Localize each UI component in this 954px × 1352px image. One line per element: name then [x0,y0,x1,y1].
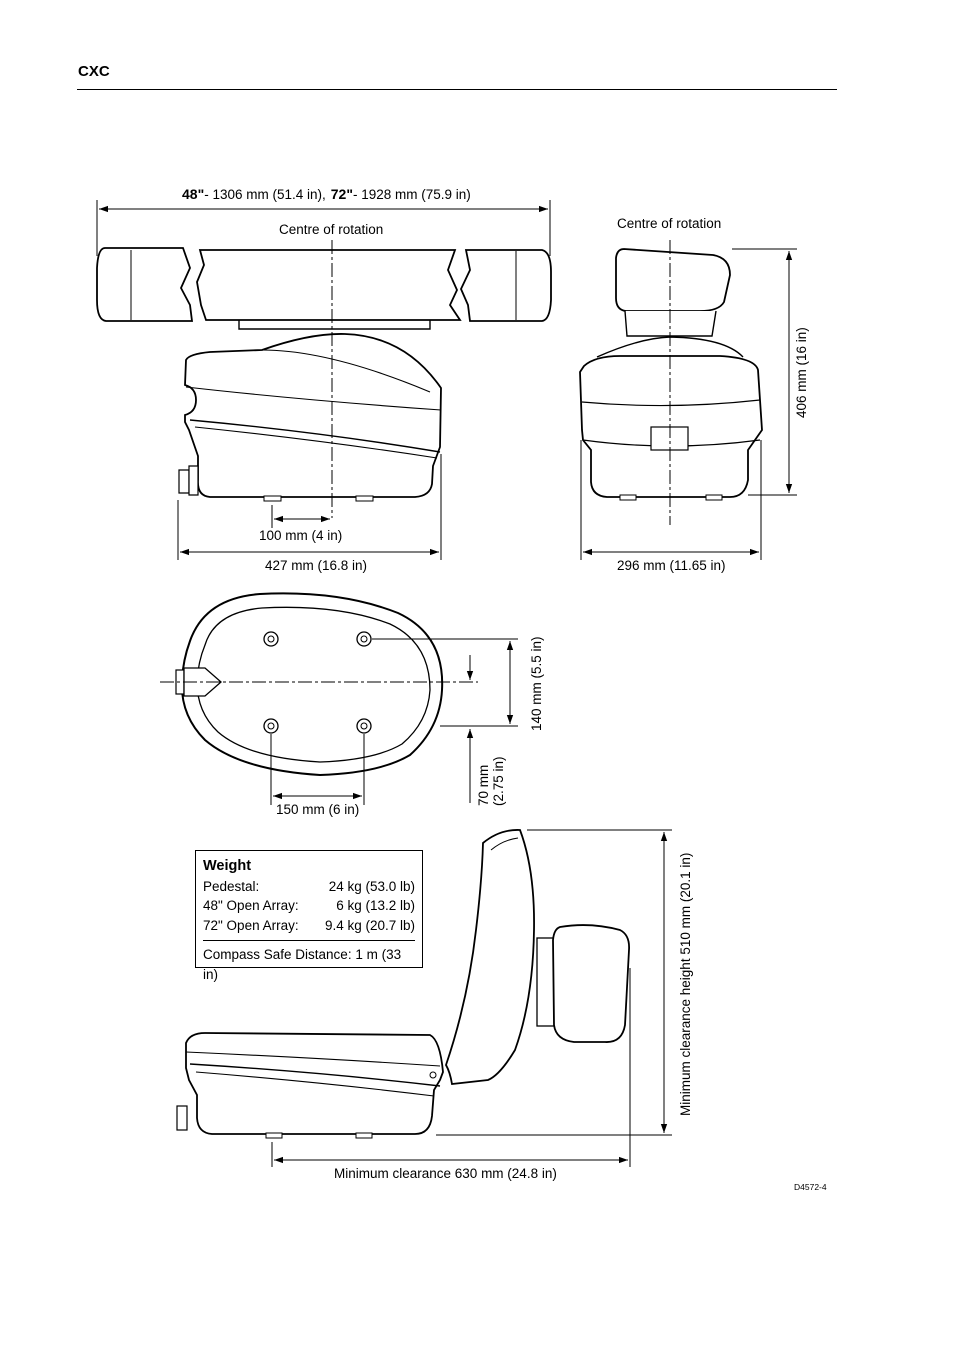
pedestal-front-body [184,333,442,498]
array-middle-section [196,249,462,321]
dim-100mm-label: 100 mm (4 in) [259,528,342,543]
array-span-label: 48"- 1306 mm (51.4 in), 72"- 1928 mm (75.… [182,186,471,202]
weight-row-label: Pedestal: [203,878,260,894]
base-view [160,592,518,805]
weight-row-value: 6 kg (13.2 lb) [336,898,415,913]
clearance-array-tilted [445,829,535,1085]
weight-row-value: 9.4 kg (20.7 lb) [324,917,415,933]
weight-row-value: 24 kg (53.0 lb) [328,878,415,894]
array-48-label: 48" [182,186,204,202]
min-clearance-length-label: Minimum clearance 630 mm (24.8 in) [334,1166,557,1181]
weight-table: Weight Pedestal: 24 kg (53.0 lb) 48" Ope… [195,850,423,982]
page-header-title: CXC [78,63,110,80]
figure-reference-code: D4572-4 [794,1182,827,1192]
weight-row-label: 72" Open Array: [203,917,299,933]
weight-row: Pedestal: 24 kg (53.0 lb) [203,877,415,897]
clearance-pedestal [185,1032,444,1135]
dim-150mm-label: 150 mm (6 in) [276,802,359,817]
dim-406mm-label: 406 mm (16 in) [794,327,809,418]
dim-427mm-label: 427 mm (16.8 in) [265,558,367,573]
min-clearance-height-label: Minimum clearance height 510 mm (20.1 in… [678,853,693,1116]
mounting-hole-1 [263,631,279,647]
mounting-hole-2 [356,631,372,647]
mounting-hole-4 [356,718,372,734]
dim-140mm-label: 140 mm (5.5 in) [529,636,544,731]
weight-divider [203,940,415,941]
compass-safe-distance: Compass Safe Distance: 1 m (33 in) [203,947,402,982]
dim-296mm-label: 296 mm (11.65 in) [617,558,726,573]
array-right-end [460,249,552,322]
array-48-length: - 1306 mm (51.4 in), [204,187,326,202]
array-left-end [96,247,194,322]
side-array-end [615,248,731,312]
front-view [96,200,552,560]
side-centre-of-rotation-label: Centre of rotation [617,216,721,231]
mounting-hole-3 [263,718,279,734]
front-centre-of-rotation-label: Centre of rotation [279,222,383,237]
clearance-array-end [552,924,630,1043]
dim-70mm-label: 70 mm [476,765,491,806]
weight-row-label: 48" Open Array: [203,898,299,913]
header-rule [77,89,837,90]
dim-70mm-inch-label: (2.75 in) [491,756,506,806]
array-72-length: - 1928 mm (75.9 in) [353,187,471,202]
weight-row: 72" Open Array: 9.4 kg (20.7 lb) [203,916,415,936]
clearance-view [176,829,672,1167]
weight-row: 48" Open Array: 6 kg (13.2 lb) [203,896,415,916]
side-view [579,240,797,560]
array-72-label: 72" [331,186,353,202]
weight-title: Weight [203,858,252,874]
